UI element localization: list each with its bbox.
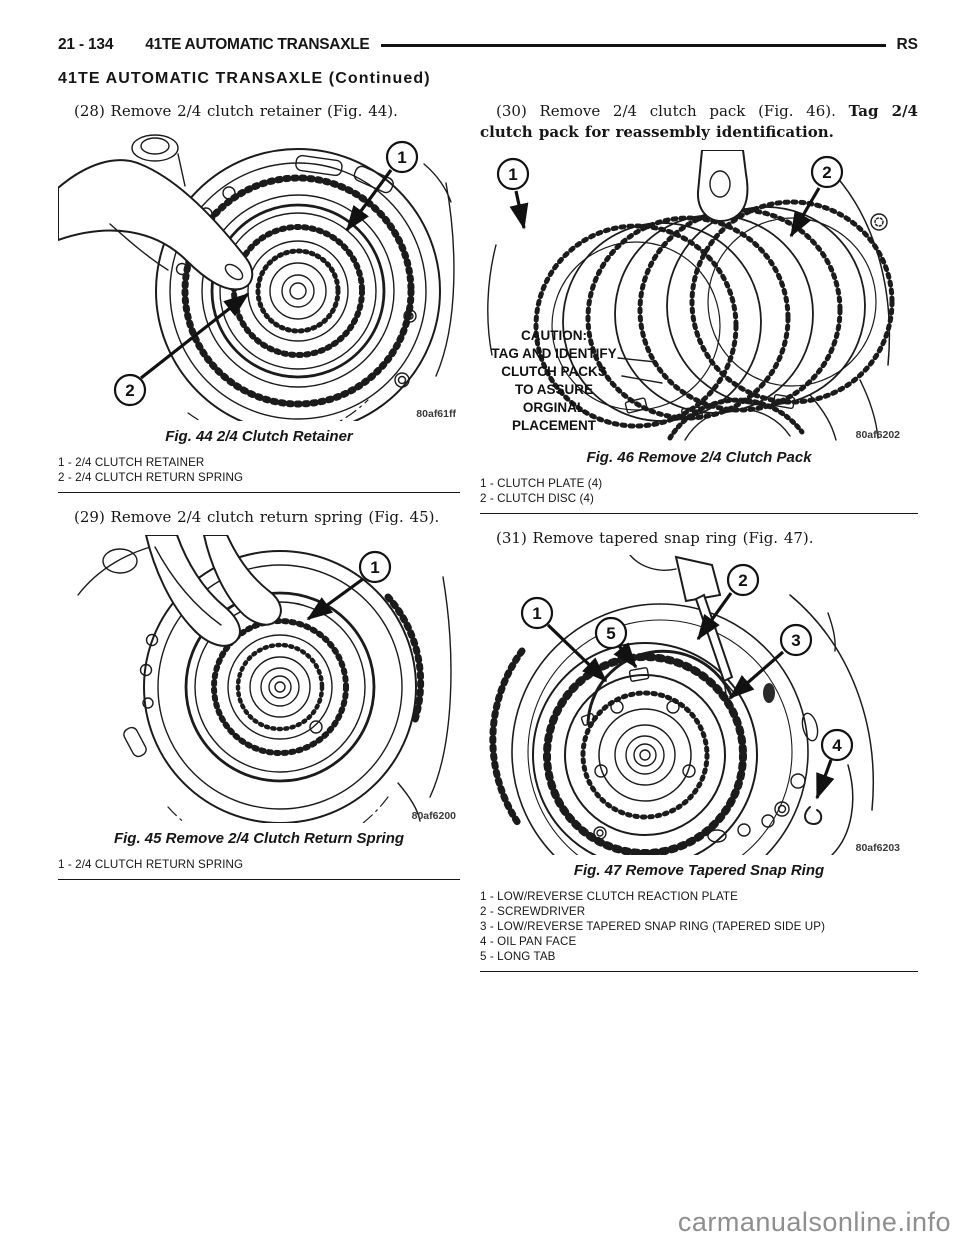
fig44-housing (155, 148, 455, 422)
header-rule (381, 44, 887, 47)
fig47-callout-4: 4 (815, 728, 854, 800)
svg-text:CLUTCH PACKS: CLUTCH PACKS (501, 364, 607, 379)
fig45-drawing: 1 80af6200 (77, 534, 457, 823)
two-column-body: (28) Remove 2/4 clutch retainer (Fig. 44… (58, 101, 918, 986)
fig44-hand-icon (58, 159, 254, 291)
legend-item: 1 - 2/4 CLUTCH RETAINER (58, 456, 205, 470)
fig44-callout-1: 1 (345, 141, 419, 232)
svg-text:CAUTION:: CAUTION: (521, 328, 587, 343)
fig47-callout-1: 1 (520, 596, 608, 683)
step-31-text: (31) Remove tapered snap ring (Fig. 47). (496, 528, 814, 547)
fig47-callout-5: 5 (594, 616, 638, 669)
svg-text:PLACEMENT: PLACEMENT (512, 418, 597, 433)
legend-item: 5 - LONG TAB (480, 950, 556, 964)
svg-text:ORGINAL: ORGINAL (523, 400, 585, 415)
svg-text:2: 2 (738, 571, 747, 590)
fig46-thumb-icon (696, 149, 749, 222)
legend-item: 2 - CLUTCH DISC (4) (480, 491, 594, 505)
legend-rule (58, 878, 460, 880)
fig47-callout-3: 3 (728, 623, 813, 700)
page-header: 21 - 134 41TE AUTOMATIC TRANSAXLE RS (58, 36, 918, 54)
continued-heading: 41TE AUTOMATIC TRANSAXLE (Continued) (58, 70, 431, 87)
legend-rule (58, 492, 460, 494)
svg-text:2: 2 (822, 163, 831, 182)
step-30-normal: (30) Remove 2/4 clutch pack (Fig. 46). (496, 102, 836, 120)
figure-44-caption: Fig. 44 2/4 Clutch Retainer (165, 428, 353, 446)
fig47-callout-2: 2 (696, 563, 760, 641)
svg-text:1: 1 (508, 165, 517, 184)
legend-item: 1 - CLUTCH PLATE (4) (480, 476, 603, 490)
fig46-housing (487, 173, 891, 441)
figure-45-legend: 1 - 2/4 CLUTCH RETURN SPRING (58, 857, 460, 872)
fig46-callout-1: 1 (496, 157, 530, 230)
fig44-code: 80af61ff (416, 408, 456, 420)
step-28-text: (28) Remove 2/4 clutch retainer (Fig. 44… (74, 102, 398, 120)
fig44-drawing: 2 1 80af61ff (58, 134, 456, 422)
figure-44: 2 1 80af61ff (58, 128, 460, 422)
right-column: (30) Remove 2/4 clutch pack (Fig. 46). T… (480, 101, 918, 986)
legend-item: 3 - LOW/REVERSE TAPERED SNAP RING (TAPER… (480, 920, 826, 934)
figure-47-legend: 1 - LOW/REVERSE CLUTCH REACTION PLATE 2 … (480, 889, 918, 964)
fig45-hand-icon (144, 534, 282, 647)
fig46-code: 80af6202 (856, 429, 901, 441)
figure-46-caption: Fig. 46 Remove 2/4 Clutch Pack (586, 448, 812, 466)
fig47-hook (804, 806, 823, 826)
fig44-callout-2: 2 (113, 293, 250, 407)
fig45-code: 80af6200 (412, 810, 457, 822)
page-number: 21 - 134 (58, 36, 114, 53)
legend-item: 2 - SCREWDRIVER (480, 905, 586, 919)
figure-46-legend: 1 - CLUTCH PLATE (4) 2 - CLUTCH DISC (4) (480, 476, 918, 506)
svg-text:TAG AND IDENTIFY: TAG AND IDENTIFY (491, 346, 616, 361)
legend-item: 4 - OIL PAN FACE (480, 935, 577, 949)
step-29-text: (29) Remove 2/4 clutch return spring (Fi… (74, 508, 440, 527)
fig46-caution-note: CAUTION: TAG AND IDENTIFY CLUTCH PACKS T… (491, 328, 616, 433)
svg-text:1: 1 (532, 604, 541, 623)
figure-47: 1 5 2 3 (480, 555, 918, 856)
fig45-housing (77, 542, 452, 823)
step-30-text: (30) Remove 2/4 clutch pack (Fig. 46). T… (480, 101, 918, 144)
svg-text:4: 4 (832, 736, 842, 755)
svg-text:1: 1 (370, 558, 379, 577)
figure-45-caption: Fig. 45 Remove 2/4 Clutch Return Spring (113, 829, 405, 847)
legend-rule (480, 971, 918, 973)
region-code: RS (896, 36, 918, 53)
svg-text:1: 1 (397, 148, 406, 167)
svg-text:3: 3 (791, 631, 800, 650)
fig47-drawing: 1 5 2 3 (489, 555, 901, 856)
legend-item: 1 - 2/4 CLUTCH RETURN SPRING (58, 857, 244, 871)
legend-rule (480, 512, 918, 514)
figure-45: 1 80af6200 (58, 534, 460, 823)
legend-item: 1 - LOW/REVERSE CLUTCH REACTION PLATE (480, 890, 738, 904)
legend-item: 2 - 2/4 CLUTCH RETURN SPRING (58, 471, 244, 485)
site-watermark: carmanualsonline.info (677, 1207, 951, 1237)
left-column: (28) Remove 2/4 clutch retainer (Fig. 44… (58, 101, 460, 986)
figure-44-legend: 1 - 2/4 CLUTCH RETAINER 2 - 2/4 CLUTCH R… (58, 455, 460, 485)
step-30-bold: Tag 2/4 clutch pack for reassembly ident… (480, 102, 918, 142)
fig47-housing (489, 594, 874, 856)
figure-47-caption: Fig. 47 Remove Tapered Snap Ring (573, 862, 825, 880)
svg-text:TO ASSURE: TO ASSURE (515, 382, 593, 397)
figure-46: CAUTION: TAG AND IDENTIFY CLUTCH PACKS T… (480, 149, 918, 442)
fig44-oil-tube (131, 134, 186, 187)
svg-text:2: 2 (125, 381, 134, 400)
fig47-code: 80af6203 (856, 842, 901, 854)
section-title: 41TE AUTOMATIC TRANSAXLE (145, 36, 370, 53)
fig45-callout-1: 1 (306, 550, 392, 621)
fig46-callout-2: 2 (789, 155, 844, 237)
fig46-drawing: CAUTION: TAG AND IDENTIFY CLUTCH PACKS T… (487, 149, 901, 441)
fig46-clutch-pack (533, 199, 895, 429)
fig47-clutch-assembly (532, 642, 758, 856)
svg-text:5: 5 (606, 624, 615, 643)
